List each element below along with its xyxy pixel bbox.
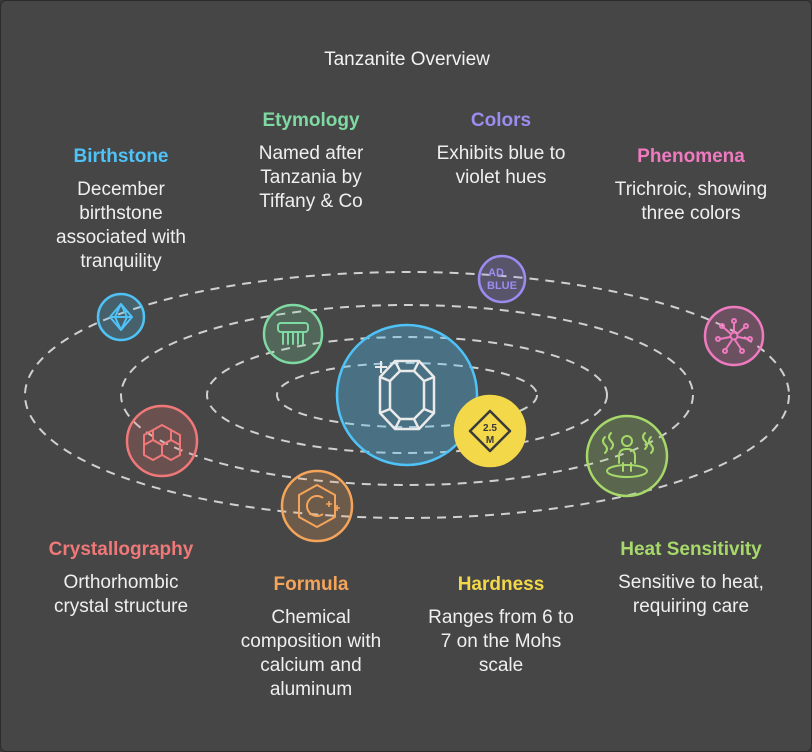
desc-colors: Exhibits blue to violet hues [411,142,591,190]
card-etymology: Etymology Named after Tanzania by Tiffan… [226,110,396,214]
heading-formula: Formula [273,574,349,595]
heading-etymology: Etymology [262,110,360,131]
orbit-core [276,362,538,428]
heading-hardness: Hardness [457,574,545,595]
card-birthstone: Birthstone December birthstone associate… [41,146,201,274]
card-phenomena: Phenomena Trichroic, showing three color… [596,146,786,226]
etymology-node [262,303,324,365]
desc-line: Tiffany & Co [259,191,363,212]
diamond-icon [109,303,133,331]
desc-line: birthstone [79,203,163,224]
birthstone-node [96,292,146,342]
phenomena-node [703,305,765,367]
cube-cluster-icon [143,424,181,461]
desc-crystallography: Orthorhombic crystal structure [31,571,211,619]
heading-heat-sensitivity: Heat Sensitivity [620,539,762,560]
desc-line: aluminum [269,679,353,700]
desc-line: composition with [240,631,382,652]
desc-phenomena: Trichroic, showing three colors [596,178,786,226]
heading-birthstone: Birthstone [73,146,169,167]
desc-line: associated with [56,227,186,248]
comb-icon [277,322,309,345]
card-heat-sensitivity: Heat Sensitivity Sensitive to heat, requ… [599,539,783,619]
desc-line: Named after [258,143,364,164]
ad-blue-icon-line1: AD [488,267,504,279]
diagram-title: Tanzanite Overview [324,49,490,70]
heat-node [585,414,669,498]
hardness-icon-unit: M [486,435,494,446]
heading-phenomena: Phenomena [637,146,745,167]
desc-formula: Chemical composition with calcium and al… [223,606,399,702]
card-colors: Colors Exhibits blue to violet hues [411,110,591,190]
desc-line: crystal structure [53,596,189,617]
cpp-hexagon-icon [298,484,340,528]
desc-line: tranquility [80,251,162,272]
card-hardness: Hardness Ranges from 6 to 7 on the Mohs … [411,574,591,678]
desc-line: 7 on the Mohs [440,631,562,652]
center-node [335,323,479,467]
card-crystallography: Crystallography Orthorhombic crystal str… [31,539,211,619]
heading-crystallography: Crystallography [48,539,194,560]
orbit-inner [206,336,608,454]
gem-icon [375,359,436,431]
desc-line: requiring care [632,596,750,617]
orbit-middle [120,304,694,486]
desc-heat-sensitivity: Sensitive to heat, requiring care [599,571,783,619]
heat-person-icon [602,432,654,478]
hardness-sign-icon: 2.5 M [468,409,512,453]
heading-colors: Colors [470,110,532,131]
colors-node: AD BLUE [477,254,527,304]
formula-node [280,469,354,543]
desc-line: Sensitive to heat, [618,572,764,593]
hardness-icon-value: 2.5 [483,423,497,434]
desc-line: violet hues [455,167,547,188]
desc-line: Chemical [271,607,351,628]
desc-line: scale [478,655,524,676]
crystallography-node [125,404,199,478]
desc-line: Tanzania by [260,167,362,188]
hardness-node: 2.5 M [453,394,527,468]
desc-line: calcium and [260,655,362,676]
ad-blue-icon: AD BLUE [487,267,517,292]
desc-etymology: Named after Tanzania by Tiffany & Co [226,142,396,214]
desc-line: Ranges from 6 to [428,607,574,628]
desc-birthstone: December birthstone associated with tran… [41,178,201,274]
desc-line: Exhibits blue to [436,143,566,164]
desc-line: December [77,179,165,200]
card-formula: Formula Chemical composition with calciu… [223,574,399,702]
desc-hardness: Ranges from 6 to 7 on the Mohs scale [411,606,591,678]
desc-line: Orthorhombic [63,572,179,593]
desc-line: three colors [641,203,741,224]
desc-line: Trichroic, showing [614,179,768,200]
network-icon [715,318,753,354]
orbit-outer [24,271,790,519]
ad-blue-icon-line2: BLUE [487,280,517,292]
